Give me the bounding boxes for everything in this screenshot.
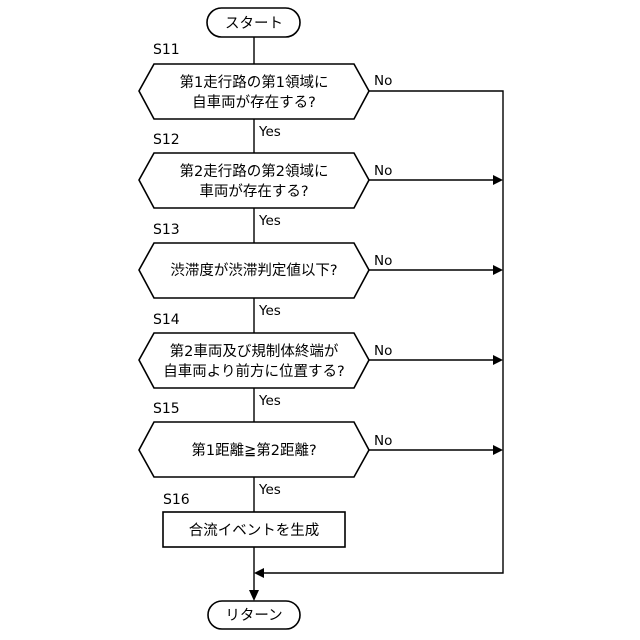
decision-s12-line2: 車両が存在する? bbox=[199, 183, 308, 200]
step-s15: S15 第1距離≧第2距離? No Yes bbox=[139, 401, 392, 498]
arrowhead-no-s15 bbox=[493, 445, 503, 455]
step-id-s15: S15 bbox=[153, 401, 180, 417]
step-s12: S12 第2走行路の第2領域に 車両が存在する? No Yes bbox=[139, 132, 392, 229]
s15-yes-label: Yes bbox=[258, 482, 281, 498]
decision-s12-line1: 第2走行路の第2領域に bbox=[180, 162, 329, 180]
decision-s14-line2: 自車両より前方に位置する? bbox=[163, 363, 344, 380]
arrowhead-merge-main bbox=[254, 568, 264, 578]
step-id-s13: S13 bbox=[153, 222, 180, 238]
s15-no-label: No bbox=[374, 433, 392, 449]
decision-s11-line1: 第1走行路の第1領域に bbox=[180, 73, 329, 91]
end-node: リターン bbox=[208, 601, 300, 629]
step-s13: S13 渋滞度が渋滞判定値以下? No Yes bbox=[139, 222, 392, 319]
s13-yes-label: Yes bbox=[258, 303, 281, 319]
arrowhead-no-s14 bbox=[493, 355, 503, 365]
s12-no-label: No bbox=[374, 163, 392, 179]
step-id-s16: S16 bbox=[163, 492, 190, 508]
decision-s13-line1: 渋滞度が渋滞判定値以下? bbox=[170, 262, 337, 279]
s11-no-label: No bbox=[374, 73, 392, 89]
arrowhead-to-end bbox=[249, 590, 259, 601]
decision-s15-line1: 第1距離≧第2距離? bbox=[191, 441, 316, 459]
s11-yes-label: Yes bbox=[258, 124, 281, 140]
end-label: リターン bbox=[225, 607, 282, 624]
step-s14: S14 第2車両及び規制体終端が 自車両より前方に位置する? No Yes bbox=[139, 312, 392, 409]
step-id-s11: S11 bbox=[153, 42, 180, 58]
arrowhead-no-s12 bbox=[493, 175, 503, 185]
process-s16-label: 合流イベントを生成 bbox=[189, 522, 320, 539]
arrowhead-no-s13 bbox=[493, 265, 503, 275]
s13-no-label: No bbox=[374, 253, 392, 269]
step-s11: S11 第1走行路の第1領域に 自車両が存在する? No Yes bbox=[139, 42, 392, 140]
s12-yes-label: Yes bbox=[258, 213, 281, 229]
s14-yes-label: Yes bbox=[258, 393, 281, 409]
step-id-s12: S12 bbox=[153, 132, 180, 148]
connectors bbox=[254, 37, 503, 592]
start-label: スタート bbox=[225, 15, 283, 32]
start-node: スタート bbox=[207, 8, 300, 37]
decision-s14-line1: 第2車両及び規制体終端が bbox=[170, 342, 339, 360]
step-id-s14: S14 bbox=[153, 312, 180, 328]
s14-no-label: No bbox=[374, 343, 392, 359]
decision-s11-line2: 自車両が存在する? bbox=[192, 94, 316, 111]
